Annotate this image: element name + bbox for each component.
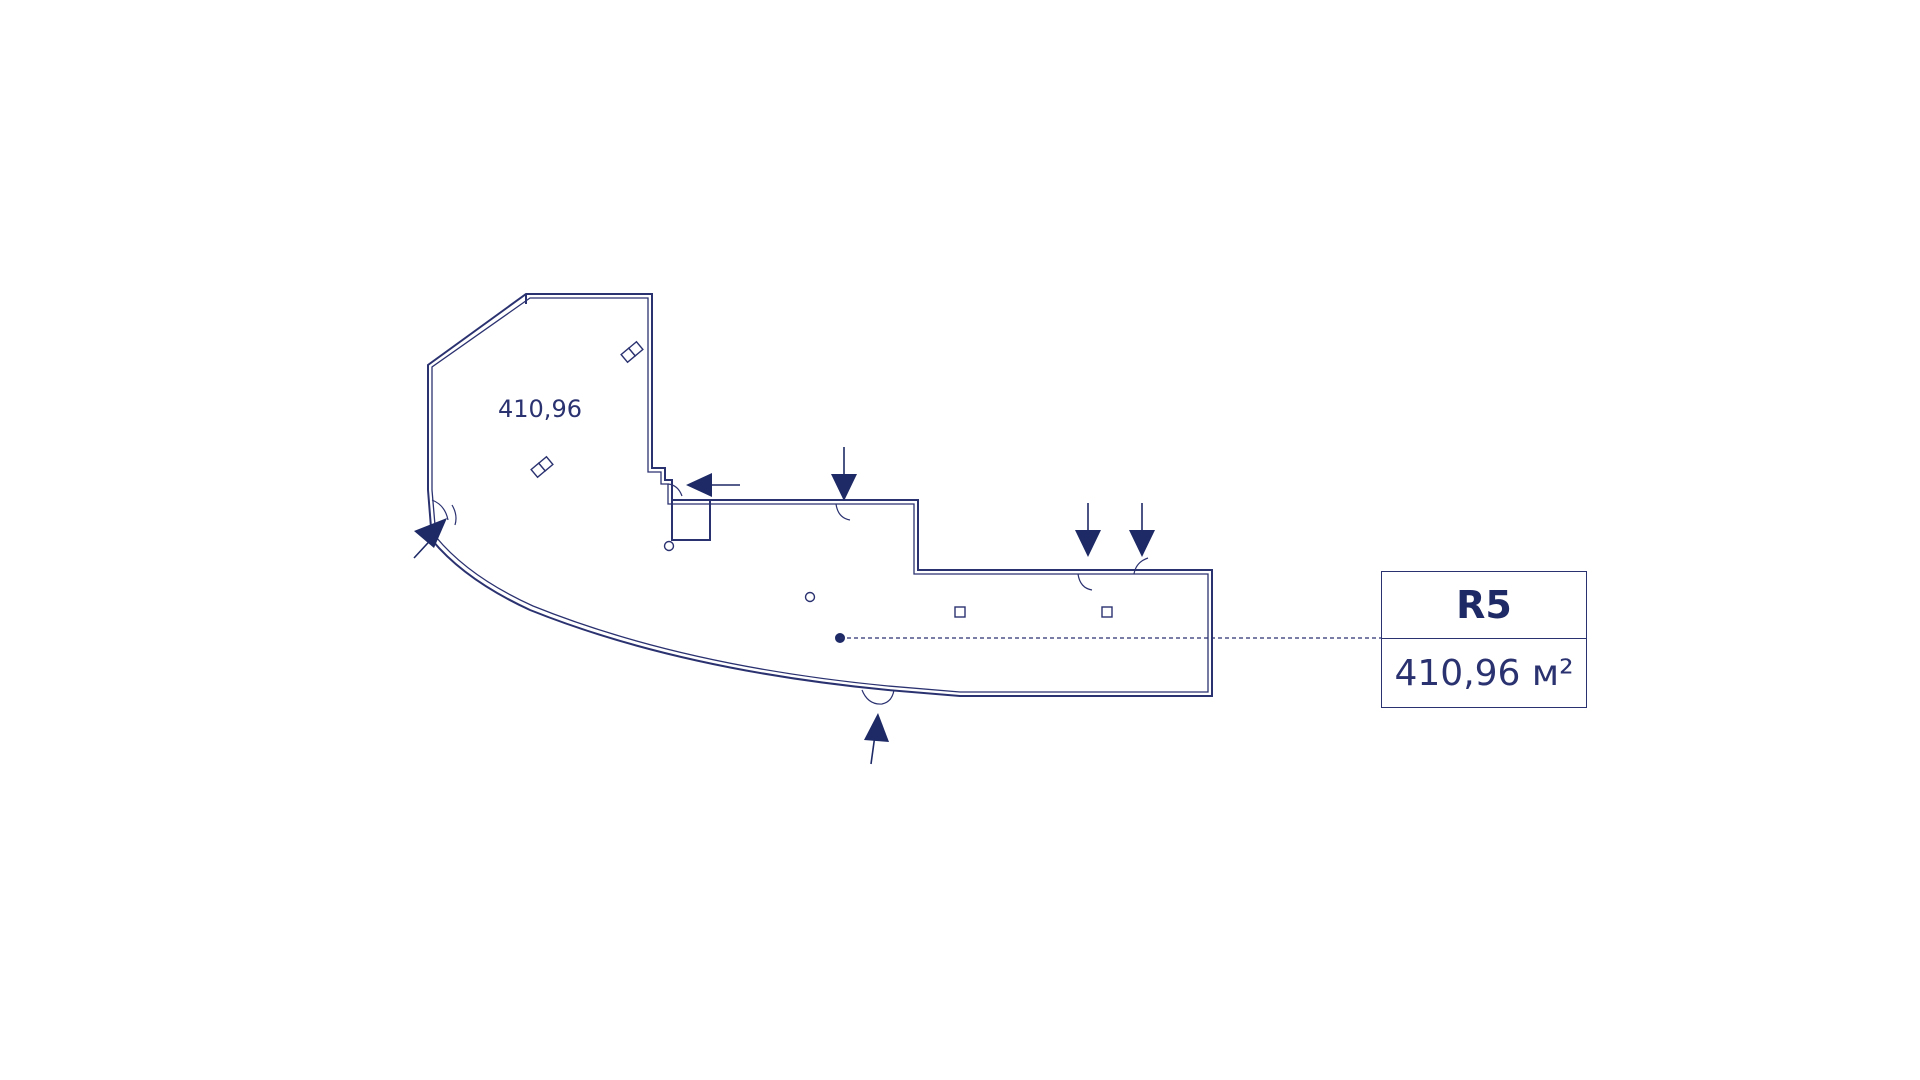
wall-outline-outer: [427, 293, 1213, 697]
wall-outline-inner: [431, 297, 1209, 693]
entrance-arrow-top-right-2: [1129, 503, 1155, 557]
fixtures: [530, 340, 1113, 618]
door-top-right-2: [1133, 557, 1149, 575]
door-top-right-1: [1077, 573, 1093, 591]
door-inner-west: [667, 483, 683, 497]
wall-notch: [671, 500, 711, 541]
fixture-double-square-top: [620, 340, 644, 364]
room-area-label: 410,96: [498, 395, 582, 423]
entrance-arrow-top-right-1: [1075, 503, 1101, 557]
entrance-arrow-inner: [686, 473, 740, 497]
doors: [431, 483, 1149, 705]
column-square-1: [954, 606, 966, 618]
door-left-bottom: [431, 499, 457, 526]
entrance-arrow-bottom: [864, 713, 889, 765]
column-round-2: [804, 591, 816, 603]
unit-area: 410,96 м²: [1394, 652, 1574, 694]
unit-code: R5: [1382, 572, 1586, 639]
unit-info-box[interactable]: R5 410,96 м²: [1381, 571, 1587, 708]
door-bottom: [861, 689, 895, 705]
entrance-arrows: [413, 447, 1155, 765]
door-top-middle: [835, 503, 851, 521]
column-square-2: [1101, 606, 1113, 618]
column-round-1: [663, 540, 675, 552]
fixture-double-square-mid: [530, 455, 554, 479]
entrance-arrow-left: [413, 518, 447, 559]
entrance-arrow-top-middle: [831, 447, 857, 501]
exterior-walls: [427, 293, 1213, 697]
leader: [835, 633, 1381, 643]
